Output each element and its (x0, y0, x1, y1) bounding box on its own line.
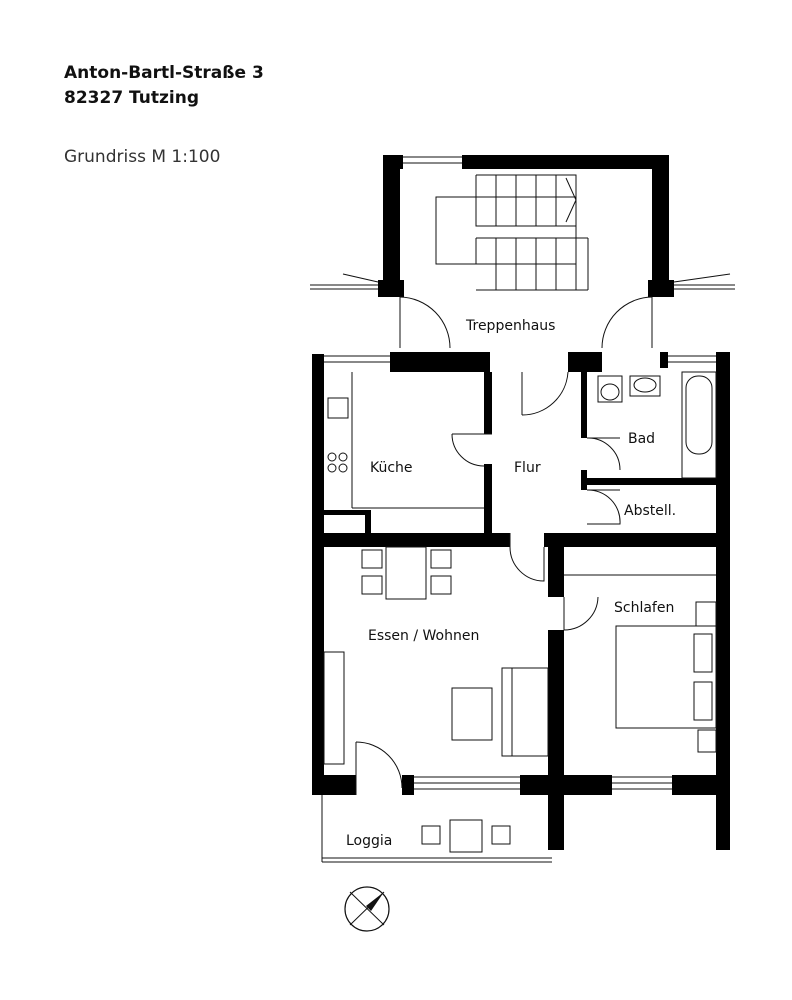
walls (312, 155, 730, 850)
plan-scale-title: Grundriss M 1:100 (64, 147, 221, 167)
fixtures (310, 156, 735, 863)
room-label-abstell: Abstell. (624, 503, 676, 519)
address-city: 82327 Tutzing (64, 88, 200, 108)
room-label-flur: Flur (514, 460, 541, 476)
room-label-kueche: Küche (370, 460, 413, 476)
compass-north-icon (344, 886, 390, 932)
room-label-essen-wohnen: Essen / Wohnen (368, 628, 479, 644)
room-label-bad: Bad (628, 431, 655, 447)
room-label-schlafen: Schlafen (614, 600, 674, 616)
room-label-treppenhaus: Treppenhaus (465, 318, 555, 334)
room-label-loggia: Loggia (346, 833, 392, 849)
address-street: Anton-Bartl-Straße 3 (64, 63, 264, 83)
